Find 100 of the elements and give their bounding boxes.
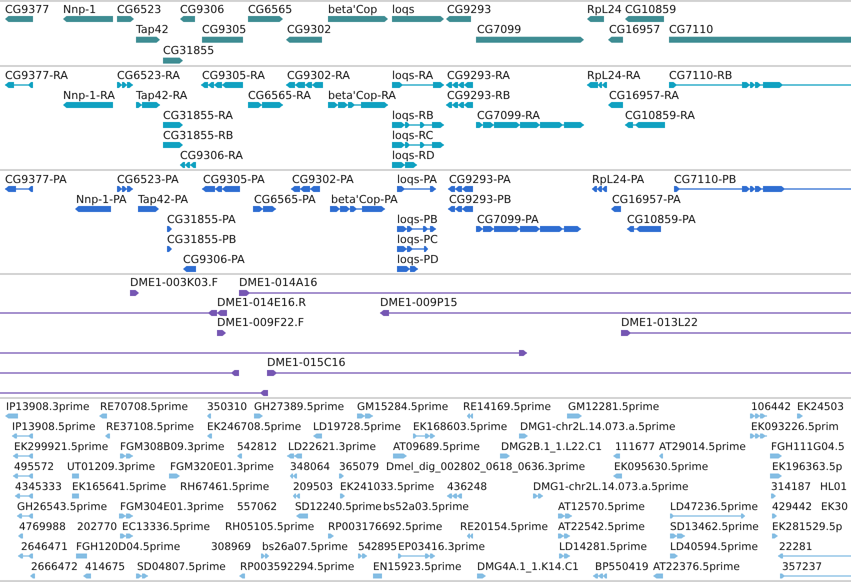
transcript-name: CG31855-RA [163,110,233,122]
est-name: GH27389.5prime [254,402,344,413]
est-name: GM12281.5prime [568,402,660,413]
est-name: LD19728.5prime [313,422,401,433]
gene-name: CG9377 [5,4,50,16]
est-name: 111677 [615,442,656,453]
gene-name: CG6523 [117,4,162,16]
est-name: 4345333 [15,482,62,493]
est-name: FGH111G04.5 [771,442,845,453]
est-name: 357237 [782,562,822,573]
est-name: 348064 [290,462,330,473]
gene-name: CG7099 [477,24,522,36]
est-name: FGM308B09.3prime [120,442,224,453]
clone-name: DME1-014A16 [239,276,318,288]
est-name: 436248 [447,482,488,493]
est-name: 350310 [207,402,248,413]
protein-name: CG9306-PA [183,254,245,266]
protein-name: CG9293-PB [449,194,512,206]
est-name: EK241033.5prime [340,482,434,493]
protein-name: CG9305-PA [203,174,265,186]
transcript-name: CG6565-RA [248,90,311,102]
transcript-name: CG7110-RB [669,70,732,82]
est-name: 414675 [85,562,126,573]
transcript-name: CG9305-RA [202,70,265,82]
est-name: 4769988 [19,522,66,533]
protein-name: CG31855-PA [167,214,236,226]
est-name: DMG1-chr2L.14.073.a.5prime [520,422,676,433]
gene-name: Nnp-1 [63,4,96,16]
est-name: RH05105.5prime [225,522,314,533]
est-name: EK281529.5p [772,522,842,533]
transcript-name: loqs-RA [392,70,434,82]
transcript-name: CG6523-RA [117,70,180,82]
est-name: FGH120D04.5prime [76,542,180,553]
est-name: LD40594.5prime [670,542,758,553]
protein-name: loqs-PC [397,234,438,246]
est-name: 314187 [771,482,812,493]
gene-name: CG9305 [202,24,246,36]
transcript-name: Nnp-1-RA [63,90,115,102]
gene-name: Tap42 [136,24,169,36]
est-name: 22281 [779,542,812,553]
est-name: EP03416.3prime [398,542,485,553]
transcript-name: CG9302-RA [287,70,350,82]
est-name: RE20154.5prime [460,522,548,533]
clone-name: DME1-009F22.F [217,316,304,328]
est-name: SD04807.5prime [137,562,226,573]
est-name: RP003592294.5prime [240,562,354,573]
est-name: 2666472 [31,562,78,573]
est-name: BP550419 [595,562,649,573]
est-name: Dmel_dig_002802_0618_0636.3prime [386,462,586,473]
protein-name: CG7110-PB [674,174,736,186]
protein-name: beta'Cop-PA [331,194,398,206]
est-name: DMG1-chr2L.14.073.a.5prime [533,482,688,493]
protein-name: RpL24-PA [592,174,644,186]
gene-name: CG31855 [163,45,214,58]
est-name: EK196363.5p [772,462,842,473]
est-name: AT22376.5prime [653,562,740,573]
protein-name: Tap42-PA [138,194,188,206]
protein-name: CG9302-PA [292,174,354,186]
clone-name: DME1-014E16.R [217,296,306,308]
protein-name: CG7099-PA [477,214,539,226]
est-name: DMG2B.1_1.L22.C1 [501,442,602,453]
est-name: LD14281.5prime [559,542,647,553]
gene-name: RpL24 [587,4,622,16]
est-name: AT29014.5prime [659,442,746,453]
est-name: 542895 [358,542,397,553]
est-name: 202770 [77,522,118,533]
est-name: 2646471 [21,542,68,553]
est-name: GM15284.5prime [357,402,448,413]
clone-name: DME1-013L22 [621,316,698,328]
est-name: bs52a03.5prime [383,502,469,513]
est-name: EK246708.5prime [207,422,302,433]
est-name: RE37108.5prime [106,422,194,433]
est-name: 429442 [772,502,812,513]
est-name: RE14169.5prime [463,402,551,413]
transcript-name: CG9377-RA [5,70,68,82]
clone-name: DME1-003K03.F [130,276,218,288]
protein-name: CG6565-PA [254,194,316,206]
est-name: EK093226.5prim [751,422,839,433]
est-name: EK24503 [797,402,844,413]
transcript-name: CG16957-RA [609,90,679,102]
gene-name: loqs [392,4,414,16]
transcript-name: RpL24-RA [587,70,640,82]
transcript-name: CG9293-RB [447,90,510,102]
transcript-name: loqs-RD [392,150,435,162]
protein-name: CG16957-PA [612,194,681,206]
est-name: EC13336.5prime [122,522,210,533]
protein-name: CG31855-PB [167,234,236,246]
est-name: 209503 [293,482,334,493]
gene-name: CG9306 [180,4,224,16]
est-name: 365079 [339,462,380,473]
est-name: 542812 [237,442,278,453]
gene-name: CG7110 [669,24,714,36]
est-name: AT22542.5prime [558,522,645,533]
est-name: bs26a07.5prime [262,542,348,553]
protein-name: CG9293-PA [449,174,511,186]
est-name: HL01 [820,482,848,493]
protein-name: CG9377-PA [5,174,67,186]
transcript-name: CG31855-RB [163,130,234,142]
gene-name: CG6565 [248,4,292,16]
clone-name: DME1-015C16 [267,356,346,368]
